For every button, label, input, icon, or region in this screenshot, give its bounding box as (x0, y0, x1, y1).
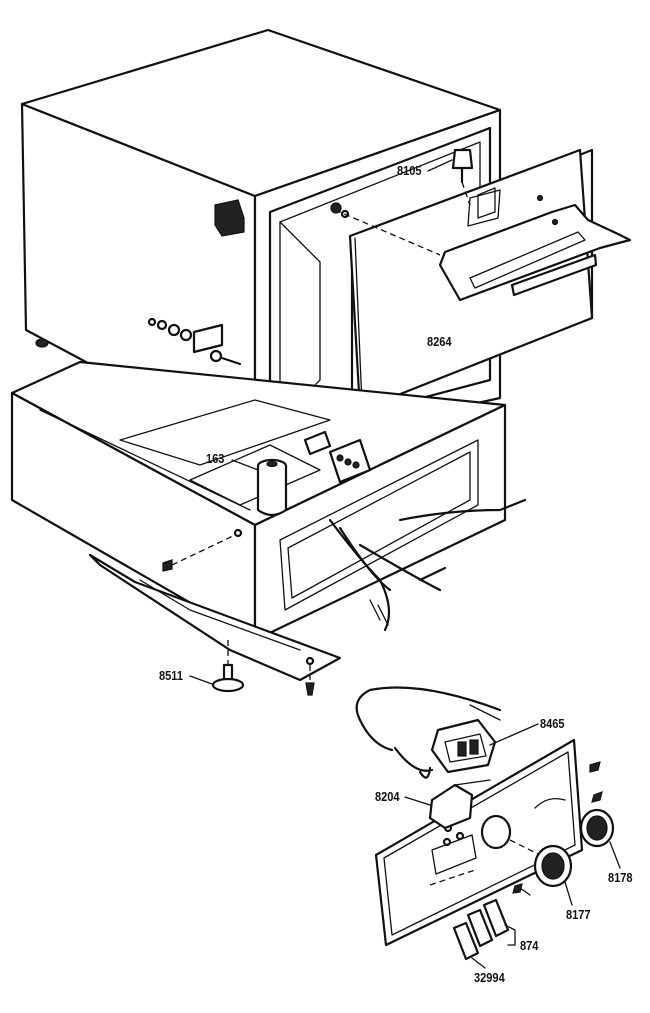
front-screw (162, 528, 243, 572)
sensor-8105 (427, 148, 496, 219)
control-panel (374, 738, 603, 947)
part-label-163: 163 (206, 451, 225, 466)
leveling-leg-8511 (189, 640, 315, 696)
knob-8177 (533, 844, 573, 906)
part-label-8178: 8178 (608, 870, 633, 885)
thermostat-8465 (355, 686, 539, 779)
indicator-lamps (452, 898, 516, 969)
part-label-8465: 8465 (540, 716, 565, 731)
selector-8204 (404, 779, 491, 830)
terminal-block (303, 430, 372, 484)
part-label-8511: 8511 (159, 668, 183, 683)
capacitor-163 (231, 458, 288, 517)
part-label-8264: 8264 (427, 334, 452, 349)
part-label-32994: 32994 (474, 970, 505, 985)
part-label-8204: 8204 (375, 789, 400, 804)
part-label-8177: 8177 (566, 907, 591, 922)
side-bolt-assembly (147, 317, 242, 366)
knob-8178 (579, 808, 621, 869)
part-label-874: 874 (520, 938, 539, 953)
door-panel (330, 148, 632, 412)
base-cabinet (10, 360, 527, 682)
wiring-harness (328, 498, 527, 632)
part-label-8105: 8105 (397, 163, 422, 178)
door-handle-8264 (438, 203, 632, 302)
